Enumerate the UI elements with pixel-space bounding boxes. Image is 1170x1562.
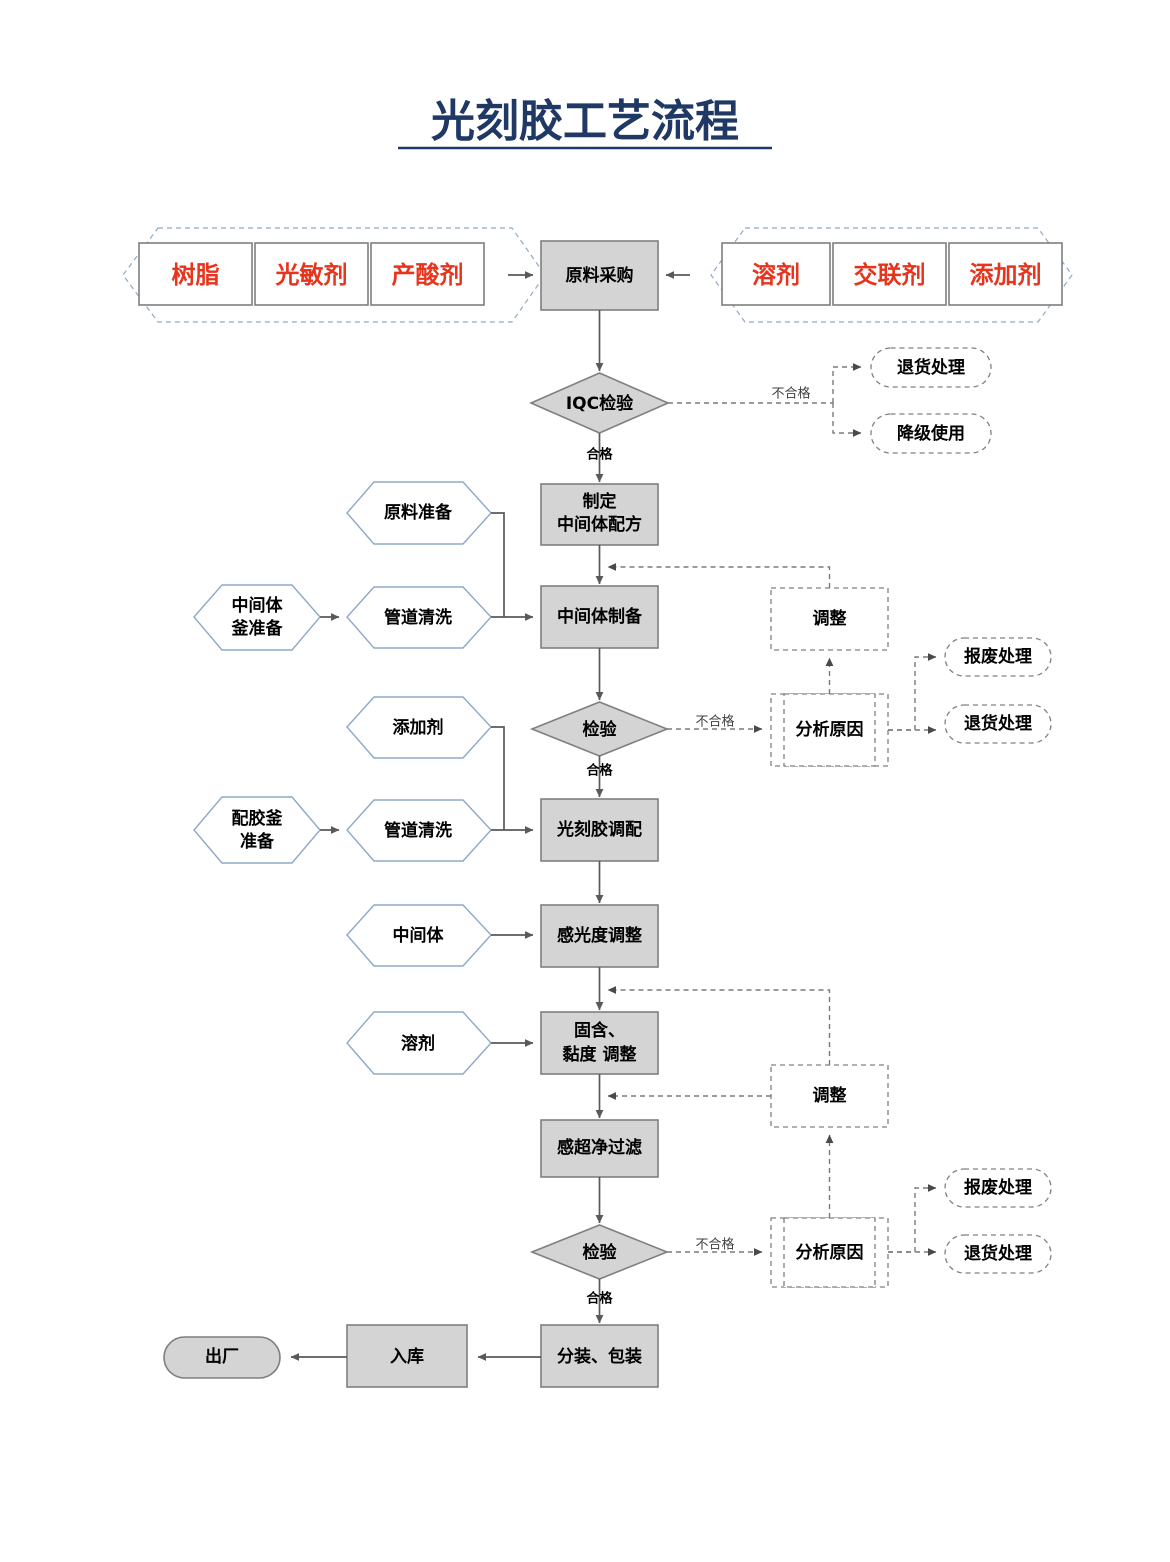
material-box-acid-generator[interactable] xyxy=(370,242,485,306)
node-warehouse[interactable] xyxy=(346,1324,468,1388)
label-adjust-1: 调整 xyxy=(813,608,847,629)
node-formulate-intermediate[interactable] xyxy=(540,483,659,546)
node-intermediate-production[interactable] xyxy=(540,585,659,649)
label-formulate-intermediate-line2: 中间体配方 xyxy=(557,514,642,535)
group-hex-right xyxy=(710,227,1073,323)
label-intermediate-hex: 中间体 xyxy=(393,925,445,946)
node-raw-material-purchase[interactable] xyxy=(540,240,659,311)
material-box-resin[interactable] xyxy=(138,242,253,306)
edge-analyze2-to-scrap xyxy=(888,1184,937,1253)
material-label-solvent: 溶剂 xyxy=(752,261,800,289)
edge-adjust1-feedback xyxy=(607,563,831,588)
node-scrap-handling-1[interactable] xyxy=(944,637,1052,677)
node-ultraclean-filtration[interactable] xyxy=(540,1119,659,1178)
label-pipe-cleaning-1: 管道清洗 xyxy=(384,607,452,628)
material-label-additive: 添加剂 xyxy=(970,261,1042,289)
material-label-resin: 树脂 xyxy=(172,261,220,289)
label-glue-kettle-prep-line2: 准备 xyxy=(240,831,275,852)
label-intermediate-kettle-prep-line1: 中间体 xyxy=(232,595,284,616)
node-scrap-handling-2[interactable] xyxy=(944,1168,1052,1208)
label-scrap-handling-1: 报废处理 xyxy=(964,646,1032,667)
label-analyze-cause-1: 分析原因 xyxy=(796,719,864,740)
node-solvent-hex[interactable] xyxy=(346,1011,492,1075)
material-label-acid-generator: 产酸剂 xyxy=(392,261,464,289)
label-intermediate-kettle-prep-line2: 釜准备 xyxy=(231,618,284,639)
label-additive-hex: 添加剂 xyxy=(393,717,444,738)
node-intermediate-kettle-prep[interactable] xyxy=(193,584,321,651)
material-box-photosensitizer[interactable] xyxy=(254,242,369,306)
label-formulate-intermediate-line1: 制定 xyxy=(583,491,617,512)
node-solid-viscosity-adjustment[interactable] xyxy=(540,1011,659,1075)
node-return-handling-3[interactable] xyxy=(944,1234,1052,1274)
material-box-crosslinker[interactable] xyxy=(832,242,947,306)
material-group-right: 溶剂 交联剂 添加剂 xyxy=(710,227,1073,323)
label-ultraclean-filtration: 感超净过滤 xyxy=(557,1137,642,1158)
node-additive-hex[interactable] xyxy=(346,696,492,759)
edge-label-inspect1-pass: 合格 xyxy=(586,763,613,779)
label-iqc-inspection: IQC检验 xyxy=(566,393,634,414)
title-label: 光刻胶工艺流程 xyxy=(431,96,739,147)
label-solid-viscosity-line1: 固含、 xyxy=(574,1020,625,1041)
material-group-left: 树脂 光敏剂 产酸剂 xyxy=(122,227,546,323)
node-material-preparation[interactable] xyxy=(346,481,492,545)
group-hex-left xyxy=(122,227,546,323)
edge-additive-join xyxy=(491,726,505,830)
node-ship-out[interactable] xyxy=(163,1336,281,1379)
edge-label-inspect2-pass: 合格 xyxy=(586,1291,613,1307)
label-inspection-1: 检验 xyxy=(583,719,618,740)
label-raw-material-purchase: 原料采购 xyxy=(566,265,634,286)
label-inspection-2: 检验 xyxy=(583,1242,618,1263)
node-intermediate-hex[interactable] xyxy=(346,904,492,967)
node-return-handling-2[interactable] xyxy=(944,704,1052,744)
edge-iqc-to-return xyxy=(832,363,862,403)
label-packaging: 分装、包装 xyxy=(557,1346,642,1367)
edge-materialprep-join xyxy=(491,512,505,617)
label-warehouse: 入库 xyxy=(390,1346,424,1367)
label-glue-kettle-prep-line1: 配胶釜 xyxy=(232,808,284,829)
node-packaging[interactable] xyxy=(540,1324,659,1388)
label-solvent-hex: 溶剂 xyxy=(401,1033,435,1054)
label-analyze-cause-2: 分析原因 xyxy=(796,1242,864,1263)
material-box-additive[interactable] xyxy=(948,242,1063,306)
label-scrap-handling-2: 报废处理 xyxy=(964,1177,1032,1198)
material-label-crosslinker: 交联剂 xyxy=(854,261,926,289)
node-pipe-cleaning-1[interactable] xyxy=(346,586,492,649)
label-material-preparation: 原料准备 xyxy=(384,502,453,523)
label-return-handling-1: 退货处理 xyxy=(897,357,965,378)
edge-analyze1-to-scrap xyxy=(888,653,937,731)
label-pipe-cleaning-2: 管道清洗 xyxy=(384,820,452,841)
node-downgrade-use[interactable] xyxy=(870,413,992,454)
material-label-photosensitizer: 光敏剂 xyxy=(275,261,348,289)
label-photoresist-blending: 光刻胶调配 xyxy=(556,819,642,840)
label-intermediate-production: 中间体制备 xyxy=(557,606,643,627)
node-return-handling-1[interactable] xyxy=(870,347,992,388)
label-ship-out: 出厂 xyxy=(205,1346,239,1367)
page-title: 光刻胶工艺流程 xyxy=(398,96,772,150)
material-box-solvent[interactable] xyxy=(721,242,831,306)
label-return-handling-3: 退货处理 xyxy=(964,1243,1032,1264)
edge-label-iqc-fail: 不合格 xyxy=(771,386,810,402)
label-solid-viscosity-line2: 黏度 调整 xyxy=(563,1044,637,1065)
node-analyze-cause-1[interactable] xyxy=(783,693,876,767)
node-pipe-cleaning-2[interactable] xyxy=(346,799,492,862)
edge-adjust2-feedback-solidvisc xyxy=(607,986,831,1065)
node-adjust-2[interactable] xyxy=(770,1064,889,1128)
edge-iqc-to-downgrade xyxy=(832,403,862,437)
node-sensitivity-adjustment[interactable] xyxy=(540,904,659,968)
label-adjust-2: 调整 xyxy=(813,1085,847,1106)
node-adjust-1[interactable] xyxy=(770,587,889,651)
label-return-handling-2: 退货处理 xyxy=(964,713,1032,734)
edge-label-iqc-pass: 合格 xyxy=(586,447,613,463)
node-glue-kettle-prep[interactable] xyxy=(193,796,321,864)
edge-label-inspect1-fail: 不合格 xyxy=(695,714,734,730)
node-photoresist-blending[interactable] xyxy=(540,798,659,862)
label-sensitivity-adjustment: 感光度调整 xyxy=(557,925,642,946)
edge-label-inspect2-fail: 不合格 xyxy=(695,1237,734,1253)
label-downgrade-use: 降级使用 xyxy=(897,423,965,444)
